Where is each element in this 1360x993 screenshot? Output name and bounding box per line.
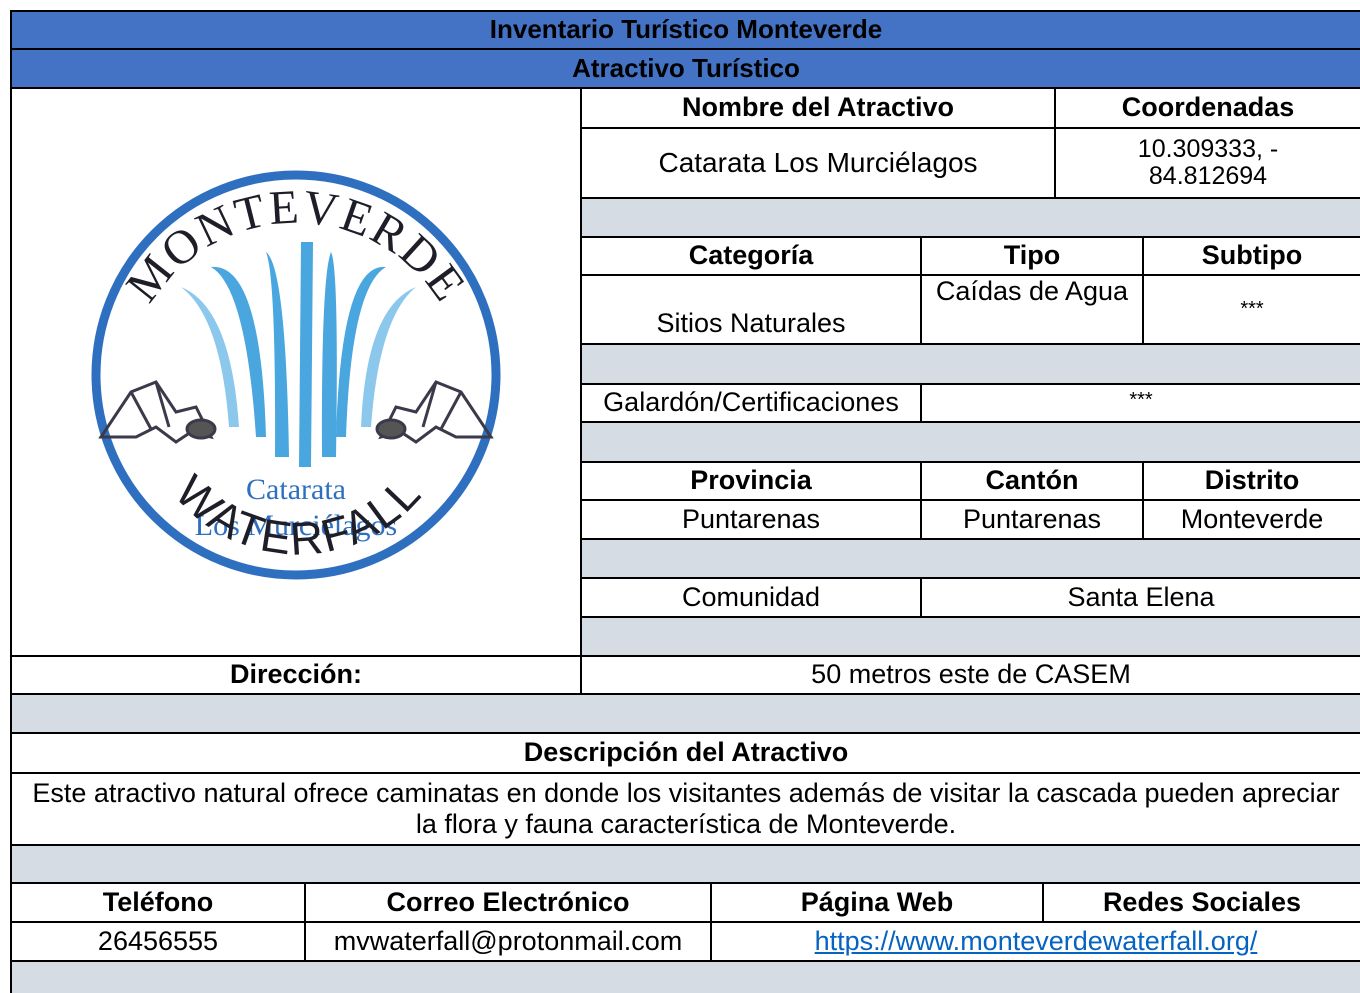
logo-ring — [91, 170, 501, 580]
phone-label: Teléfono — [12, 884, 306, 923]
name-value: Catarata Los Murciélagos — [582, 129, 1056, 199]
spacer-row — [582, 199, 1360, 238]
web-label: Página Web — [712, 884, 1044, 923]
name-label: Nombre del Atractivo — [582, 89, 1056, 129]
social-label: Redes Sociales — [1044, 884, 1360, 923]
coords-line-1: 10.309333, - — [1137, 134, 1279, 163]
category-label: Categoría — [582, 238, 922, 276]
website-link[interactable]: https://www.monteverdewaterfall.org/ — [814, 925, 1258, 956]
spacer-row — [582, 540, 1360, 579]
awards-label: Galardón/Certificaciones — [582, 385, 922, 423]
sheet-title: Inventario Turístico Monteverde — [12, 12, 1360, 50]
spacer-row — [12, 962, 1360, 993]
description-label: Descripción del Atractivo — [12, 734, 1360, 774]
community-value: Santa Elena — [922, 579, 1360, 618]
sheet-subtitle: Atractivo Turístico — [12, 50, 1360, 89]
inventory-sheet: Inventario Turístico Monteverde Atractiv… — [10, 10, 1360, 993]
district-value: Monteverde — [1144, 501, 1360, 540]
email-value: mvwaterfall@protonmail.com — [306, 923, 712, 962]
attraction-logo: MONTEVERDE Catarata Los Murciélagos WATE… — [12, 89, 582, 657]
canton-label: Cantón — [922, 463, 1144, 501]
province-value: Puntarenas — [582, 501, 922, 540]
coords-label: Coordenadas — [1056, 89, 1360, 129]
type-value: Caídas de Agua — [922, 276, 1144, 345]
spacer-row — [582, 618, 1360, 657]
awards-value: *** — [922, 385, 1360, 423]
description-text: Este atractivo natural ofrece caminatas … — [12, 774, 1360, 846]
phone-value: 26456555 — [12, 923, 306, 962]
address-label: Dirección: — [12, 657, 582, 695]
waterfall-logo-image: MONTEVERDE Catarata Los Murciélagos WATE… — [91, 170, 501, 580]
subtype-label: Subtipo — [1144, 238, 1360, 276]
address-value: 50 metros este de CASEM — [582, 657, 1360, 695]
spacer-row — [582, 423, 1360, 463]
web-value-cell: https://www.monteverdewaterfall.org/ — [712, 923, 1360, 962]
province-label: Provincia — [582, 463, 922, 501]
left-bat-icon — [98, 380, 217, 444]
email-label: Correo Electrónico — [306, 884, 712, 923]
svg-text:Los Murciélagos: Los Murciélagos — [195, 509, 397, 542]
right-bat-icon — [375, 380, 494, 444]
svg-text:Catarata: Catarata — [246, 473, 346, 506]
coords-line-2: 84.812694 — [1148, 162, 1268, 190]
category-value: Sitios Naturales — [582, 276, 922, 345]
subtype-value: *** — [1144, 276, 1360, 345]
community-label: Comunidad — [582, 579, 922, 618]
spacer-row — [12, 695, 1360, 734]
coords-value: 10.309333, - 84.812694 — [1056, 129, 1360, 199]
spacer-row — [582, 345, 1360, 385]
district-label: Distrito — [1144, 463, 1360, 501]
canton-value: Puntarenas — [922, 501, 1144, 540]
spacer-row — [12, 846, 1360, 884]
type-label: Tipo — [922, 238, 1144, 276]
